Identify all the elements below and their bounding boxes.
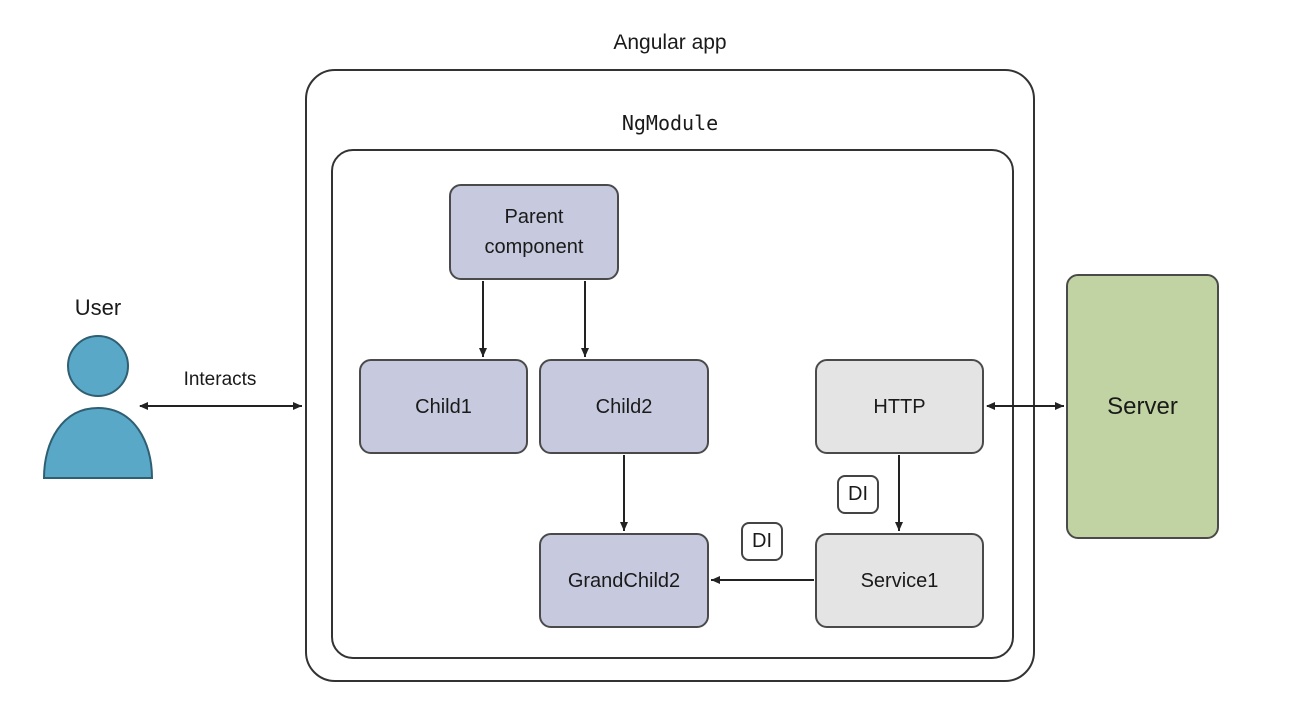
user-label: User: [74, 295, 122, 320]
grandchild2-node: GrandChild2: [539, 533, 709, 628]
di-badge-http-service: DI: [837, 475, 879, 514]
server-node: Server: [1066, 274, 1219, 539]
service1-node: Service1: [815, 533, 984, 628]
ngmodule-title: NgModule: [621, 111, 719, 135]
child1-node: Child1: [359, 359, 528, 454]
interacts-label: Interacts: [183, 369, 257, 390]
di-badge-service-grandchild: DI: [741, 522, 783, 561]
parent-component-node: Parent component: [449, 184, 619, 280]
http-node: HTTP: [815, 359, 984, 454]
child2-node: Child2: [539, 359, 709, 454]
angular-app-title: Angular app: [613, 31, 727, 54]
angular-app-frame: [305, 69, 1035, 682]
user-icon: [42, 335, 154, 479]
